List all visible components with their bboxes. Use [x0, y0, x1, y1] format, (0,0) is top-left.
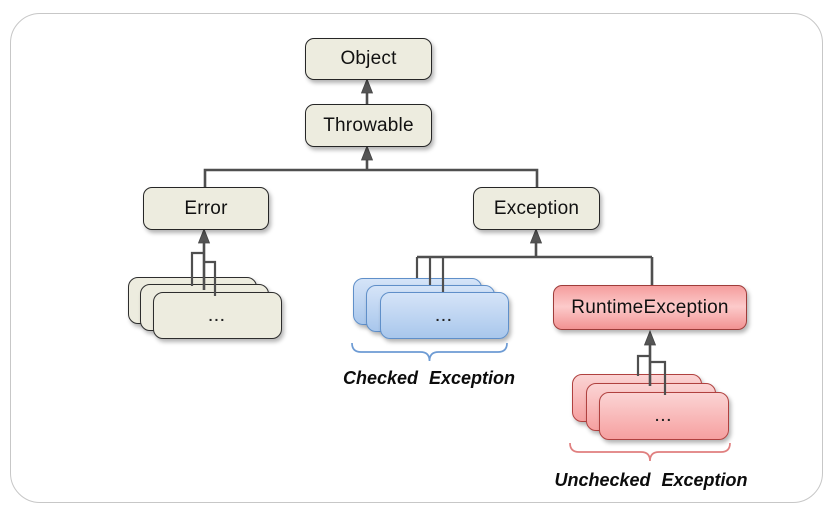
node-object: Object: [305, 38, 432, 80]
node-exception-label: Exception: [493, 197, 580, 219]
unchecked-exception-ellipsis: ...: [655, 408, 673, 424]
node-error: Error: [143, 187, 269, 230]
error-subclass-ellipsis: ...: [208, 307, 227, 324]
error-subclass-card-front: ...: [153, 292, 282, 339]
node-runtime-exception-label: RuntimeException: [571, 296, 729, 318]
checked-exception-ellipsis: ...: [435, 307, 454, 324]
checked-exception-caption: Checked Exception: [342, 368, 516, 388]
node-throwable: Throwable: [305, 104, 432, 147]
node-error-label: Error: [184, 197, 228, 219]
checked-exception-card-front: ...: [380, 292, 509, 339]
unchecked-exception-card-front: ...: [599, 392, 729, 440]
unchecked-exception-caption: Unchecked Exception: [554, 470, 748, 490]
node-runtime-exception: RuntimeException: [553, 285, 747, 330]
node-exception: Exception: [473, 187, 600, 230]
node-object-label: Object: [340, 48, 397, 69]
node-throwable-label: Throwable: [323, 114, 414, 136]
